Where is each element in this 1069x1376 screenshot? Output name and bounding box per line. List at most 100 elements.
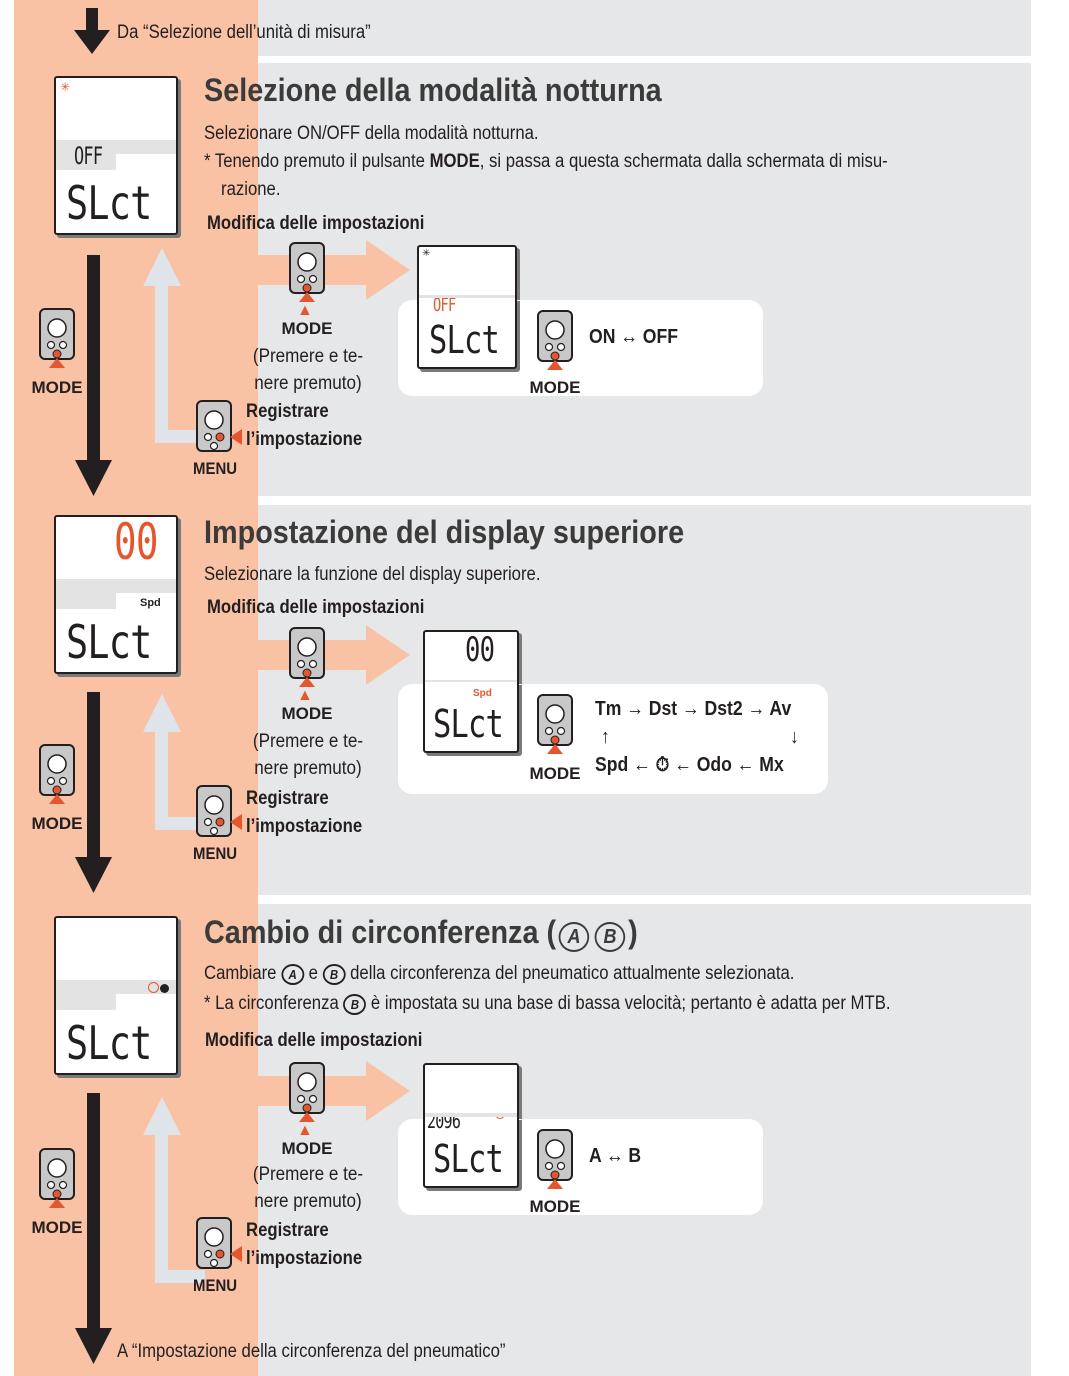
- press-hold-note: (Premere e te-nere premuto): [252, 731, 364, 779]
- section-desc-display: Selezionare la funzione del display supe…: [204, 564, 541, 585]
- mode-label: MODE: [529, 1197, 581, 1216]
- arrow-down-icon: [75, 857, 112, 893]
- mode-label: MODE: [529, 764, 581, 783]
- sparkle-icon: ✳: [422, 248, 431, 259]
- circ-options: A ↔ B: [589, 1145, 642, 1167]
- circle-b-icon: B: [322, 964, 346, 985]
- mode-label: MODE: [281, 319, 333, 338]
- lcd-circumference-edit-lower: 2096 SLct: [423, 1117, 519, 1188]
- modify-heading: Modifica delle impostazioni: [207, 597, 425, 618]
- lcd-function-label: Spd: [473, 688, 492, 699]
- modify-heading: Modifica delle impostazioni: [205, 1030, 423, 1051]
- lcd-main-value: SLct: [66, 1016, 152, 1070]
- lcd-band: [56, 579, 176, 593]
- mode-button-icon: [39, 744, 75, 809]
- section-note-night-cont: razione.: [221, 179, 281, 200]
- night-options: ON ↔ OFF: [589, 326, 678, 348]
- lcd-band: [56, 994, 116, 1010]
- lcd-main-value: SLct: [429, 318, 500, 362]
- lcd-night-mode-edit-lower: OFF SLct: [417, 298, 517, 369]
- lcd-top-display: 00 Spd SLct: [54, 515, 178, 674]
- press-hold-note: (Premere e te-nere premuto): [252, 1164, 364, 1212]
- lcd-band: [56, 154, 116, 170]
- arrow-right-icon: [366, 1061, 410, 1121]
- return-arrow-line: [155, 283, 168, 443]
- display-cycle-down-arrow: ↓: [790, 726, 799, 748]
- settings-card-night: OFF SLct MODE ON ↔ OFF: [398, 298, 763, 397]
- flow-down-arrow: [87, 1093, 100, 1333]
- mode-button-icon: [537, 310, 573, 375]
- flow-down-arrow: [87, 692, 100, 862]
- mode-label: MODE: [31, 814, 83, 833]
- section-desc-night: Selezionare ON/OFF della modalità nottur…: [204, 123, 539, 144]
- menu-button-icon: [196, 400, 242, 465]
- mode-label: MODE: [529, 378, 581, 397]
- lcd-band: [56, 980, 176, 994]
- lcd-main-value: SLct: [66, 615, 152, 669]
- display-cycle-row3: Spd ← ⏱ ← Odo ← Mx: [595, 754, 784, 776]
- mode-label: MODE: [281, 1139, 333, 1158]
- lcd-band: [56, 140, 176, 154]
- mode-label: MODE: [281, 704, 333, 723]
- lcd-main-value: SLct: [433, 1137, 504, 1181]
- lcd-function-label: Spd: [140, 597, 161, 609]
- arrow-up-icon: ▲: [297, 302, 313, 319]
- circ-b-indicator: [495, 1117, 505, 1119]
- circle-a-icon: A: [281, 964, 305, 985]
- settings-card-circ: 2096 SLct MODE A ↔ B: [398, 1117, 763, 1216]
- arrow-down-icon: [75, 1328, 112, 1364]
- mode-button-icon: [537, 694, 573, 759]
- section-title-night: Selezione della modalità notturna: [204, 72, 662, 108]
- circ-ab-indicator: [148, 982, 169, 995]
- return-arrow-line: [155, 430, 205, 443]
- flow-down-arrow: [87, 255, 100, 465]
- arrow-up-icon: [143, 1097, 181, 1135]
- lcd-top-value: 00: [114, 515, 158, 571]
- lcd-main-value: SLct: [433, 702, 504, 746]
- return-arrow-line: [155, 1270, 205, 1283]
- lcd-circumference: SLct: [54, 916, 178, 1075]
- settings-card-display: Spd SLct MODE Tm → Dst → Dst2 → Av ↑ ↓ S…: [398, 682, 828, 794]
- mode-button-icon: [289, 627, 325, 692]
- lcd-band: [56, 593, 116, 609]
- mode-button-icon: [39, 1148, 75, 1213]
- mode-label: MODE: [31, 378, 83, 397]
- menu-button-icon: [196, 785, 242, 850]
- lcd-main-value: SLct: [66, 176, 152, 230]
- lcd-top-value: 00: [465, 630, 495, 670]
- menu-label: MENU: [193, 459, 238, 478]
- mode-label: MODE: [31, 1218, 83, 1237]
- lcd-circumference-value: 2096: [427, 1117, 461, 1133]
- nav-to: A “Impostazione della circonferenza del …: [117, 1341, 506, 1362]
- arrow-up-icon: ▲: [297, 687, 313, 704]
- arrow-up-icon: ▲: [297, 1122, 313, 1139]
- mode-button-icon: [537, 1129, 573, 1194]
- lcd-night-mode: ✳ OFF SLct: [54, 76, 178, 235]
- display-cycle-up-arrow: ↑: [601, 726, 610, 748]
- circle-a-icon: A: [558, 922, 590, 952]
- menu-button-icon: [196, 1217, 242, 1282]
- section-title-display: Impostazione del display superiore: [204, 514, 685, 550]
- display-cycle-row1: Tm → Dst → Dst2 → Av: [595, 698, 792, 720]
- lcd-top-value: OFF: [74, 142, 103, 170]
- arrow-down-icon: [75, 460, 112, 496]
- section-note-circ: * La circonferenza B è impostata su una …: [204, 993, 891, 1015]
- arrow-up-icon: [143, 694, 181, 732]
- circle-b-icon: B: [343, 994, 367, 1015]
- arrow-up-icon: [143, 248, 181, 286]
- sparkle-icon: ✳: [60, 80, 71, 94]
- arrow-down-icon: [74, 8, 110, 54]
- return-arrow-line: [155, 817, 205, 830]
- press-hold-note: (Premere e te-nere premuto): [252, 346, 364, 394]
- menu-label: MENU: [193, 1276, 238, 1295]
- mode-button-icon: [289, 242, 325, 307]
- mode-button-icon: [289, 1062, 325, 1127]
- nav-from: Da “Selezione dell’unità di misura”: [117, 22, 371, 43]
- section-desc-circ: Cambiare A e B della circonferenza del p…: [204, 963, 795, 985]
- circle-b-icon: B: [594, 922, 626, 952]
- mode-button-icon: [39, 308, 75, 373]
